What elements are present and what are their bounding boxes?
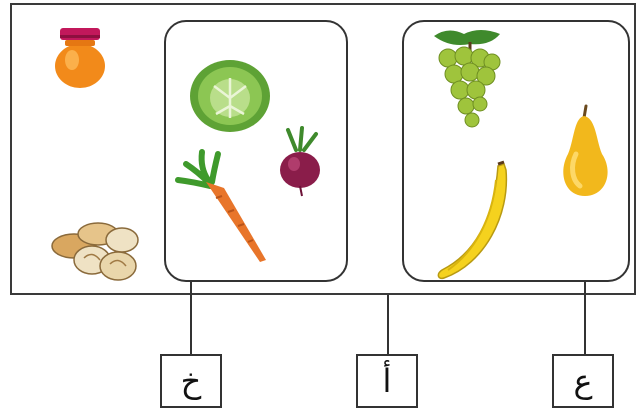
- label-middle: أ: [356, 354, 418, 408]
- beetroot-icon: [272, 126, 328, 198]
- banana-icon: [434, 160, 514, 284]
- label-right: ع: [552, 354, 614, 408]
- connector-left: [190, 282, 192, 354]
- vegetables-box: [164, 20, 348, 282]
- bread-rolls-icon: [48, 218, 144, 284]
- pear-icon: [552, 104, 618, 200]
- connector-right: [584, 282, 586, 354]
- honey-jar-icon: [52, 26, 108, 90]
- carrot-icon: [172, 146, 272, 266]
- connector-middle: [387, 295, 389, 354]
- grapes-icon: [430, 26, 506, 136]
- label-left: خ: [160, 354, 222, 408]
- cabbage-icon: [188, 54, 272, 134]
